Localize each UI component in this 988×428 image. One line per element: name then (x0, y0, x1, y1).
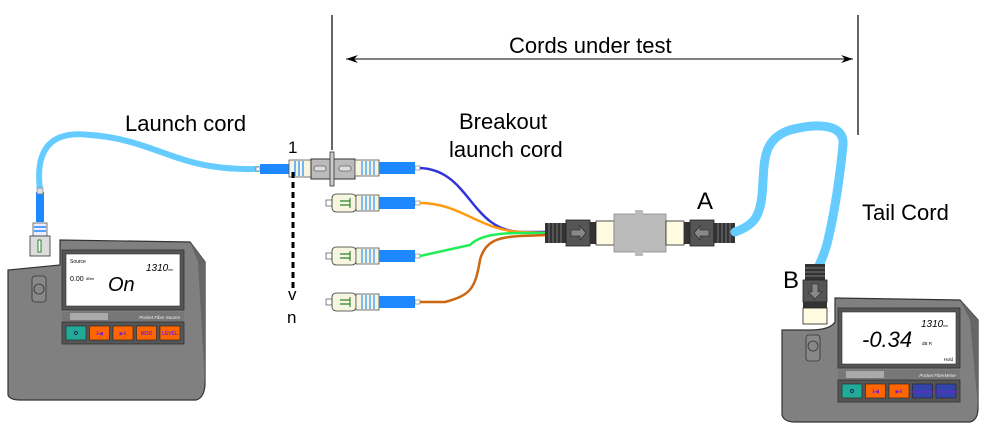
source-button-label: O (74, 331, 78, 337)
tail-mpo-connector-b (802, 264, 828, 325)
meter-wavelength: 1310 (921, 319, 944, 330)
source-button-3[interactable]: MOD (136, 325, 157, 341)
mating-adapter (310, 151, 356, 187)
source-button-1[interactable]: λ◀ (89, 325, 110, 341)
meter-button-label: HOLD Max Min (935, 390, 958, 394)
optical-power-meter (781, 297, 979, 423)
meter-button-1[interactable]: λ◀ (865, 383, 886, 399)
launch-cord-connector-right (255, 159, 312, 178)
point-b-label: B (783, 267, 800, 294)
breakout-leg-connector (325, 292, 421, 312)
source-status: On (108, 274, 135, 296)
meter-button-label: dB/dBm Set Ref (910, 390, 935, 394)
breakout-label-line2: launch cord (449, 137, 563, 162)
source-wavelength-unit: nm (168, 268, 173, 272)
breakout-fiber-orange (419, 201, 549, 235)
source-brand-logo (70, 313, 108, 320)
breakout-fiber-brown (420, 233, 549, 304)
source-brand-caption: Pocket Fiber Source (139, 315, 180, 320)
source-button-4[interactable]: LEVEL (159, 325, 181, 341)
source-button-0[interactable]: O (65, 325, 87, 341)
source-display (65, 253, 181, 307)
breakout-leg-connector (325, 193, 421, 213)
push-arrow-right-icon (570, 225, 587, 241)
port-arrow-label: v (288, 285, 297, 304)
source-button-2[interactable]: ▶λ (112, 325, 134, 341)
mpo-adapter (613, 213, 667, 253)
meter-button-label: ▶λ (895, 389, 903, 395)
source-mode-label: Source (70, 259, 86, 265)
launch-cord-boot-top (36, 192, 44, 222)
tail-cord-label: Tail Cord (862, 200, 949, 225)
tail-cord-fiber (730, 121, 848, 285)
launch-cord-tip-top (36, 187, 44, 195)
source-button-label: MOD (141, 331, 153, 337)
meter-brand-caption: Pocket FiberMeter (919, 373, 956, 378)
port-last-label: n (287, 308, 297, 327)
source-power-unit: dBm (86, 276, 95, 281)
meter-button-label: λ◀ (872, 389, 879, 395)
meter-display (841, 311, 957, 365)
meter-button-3[interactable]: dB/dBm Set Ref (910, 383, 935, 399)
breakout-mpo-boot (545, 223, 567, 243)
push-arrow-left-icon (693, 225, 710, 241)
breakout-label-line1: Breakout (459, 109, 548, 134)
meter-button-2[interactable]: ▶λ (888, 383, 910, 399)
breakout-leg-connector (354, 159, 421, 177)
push-arrow-down-icon (807, 283, 823, 300)
meter-hold-label: Hold (944, 357, 954, 362)
source-button-label: LEVEL (162, 331, 178, 337)
cords-under-test-label: Cords under test (509, 33, 672, 58)
breakout-fiber-green (419, 231, 548, 258)
meter-button-label: O (850, 389, 854, 395)
point-a-label: A (697, 188, 714, 215)
breakout-leg-connector (325, 246, 421, 266)
source-power-value: 0.00 (70, 276, 84, 283)
meter-brand-logo (846, 371, 884, 378)
tail-mpo-boot (713, 223, 735, 243)
meter-button-4[interactable]: HOLD Max Min (935, 383, 958, 399)
launch-cord-label: Launch cord (125, 111, 247, 136)
source-wavelength: 1310 (146, 263, 169, 274)
source-connector (29, 222, 51, 257)
meter-reading-unit: dB R (922, 341, 933, 346)
meter-reading: -0.34 (862, 327, 912, 352)
meter-button-0[interactable]: O (841, 383, 863, 399)
source-button-label: ▶λ (119, 331, 127, 337)
port-first-label: 1 (288, 138, 298, 157)
source-button-label: λ◀ (96, 331, 103, 337)
mpo-connection-a (545, 210, 735, 256)
launch-cord-fiber (36, 131, 261, 193)
meter-wavelength-unit: nm (943, 324, 948, 328)
